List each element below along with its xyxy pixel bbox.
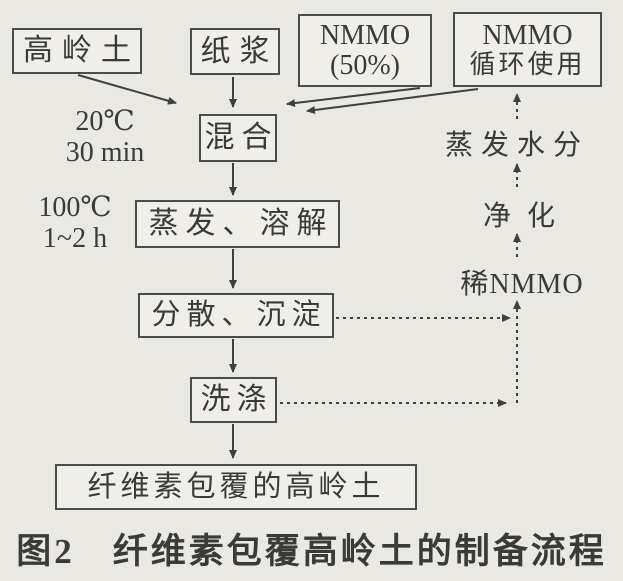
box-nmmo-recycle-text: NMMO 循环使用	[469, 21, 585, 78]
dilute-nmmo-label: 稀NMMO	[460, 269, 584, 300]
box-mix-label: 混合	[204, 121, 279, 155]
box-nmmo-recycle: NMMO 循环使用	[453, 12, 602, 87]
evaporate-conditions-label: 100℃ 1~2 h	[18, 192, 132, 254]
box-evaporate-dissolve-label: 蒸发、溶解	[148, 207, 334, 241]
evap-temp-label: 100℃	[38, 192, 112, 223]
box-mix: 混合	[199, 114, 277, 162]
box-nmmo-recycle-line1: NMMO	[482, 20, 573, 52]
box-disperse-precipitate: 分散、沉淀	[138, 293, 334, 338]
box-nmmo-50-text: NMMO (50%)	[320, 21, 410, 80]
box-wash: 洗涤	[190, 377, 277, 423]
box-pulp-label: 纸浆	[200, 34, 279, 68]
box-pulp: 纸浆	[190, 28, 280, 75]
box-evaporate-dissolve: 蒸发、溶解	[135, 200, 340, 248]
arrow-nmmo-recycle-to-mix	[306, 88, 479, 114]
mix-time-label: 30 min	[65, 137, 145, 168]
box-nmmo-50-line1: NMMO	[319, 20, 411, 52]
evap-time-label: 1~2 h	[42, 223, 108, 254]
box-disperse-precipitate-label: 分散、沉淀	[151, 299, 327, 332]
arrow-nmmo50-to-mix	[286, 87, 421, 108]
box-nmmo-recycle-line2: 循环使用	[469, 49, 586, 79]
arrow-kaolin-to-mix	[77, 74, 177, 105]
figure-caption: 图2 纤维素包覆高岭土的制备流程	[16, 532, 607, 571]
box-nmmo-50-line2: (50%)	[330, 49, 400, 81]
mix-temp-label: 20℃	[75, 106, 135, 137]
box-nmmo-50: NMMO (50%)	[298, 14, 432, 87]
evaporate-water-label: 蒸发水分	[444, 130, 589, 161]
purify-label: 净化	[482, 201, 571, 232]
box-product: 纤维素包覆的高岭土	[55, 464, 417, 510]
mix-conditions-label: 20℃ 30 min	[35, 106, 175, 168]
box-kaolin: 高岭土	[12, 28, 142, 74]
box-product-label: 纤维素包覆的高岭土	[87, 470, 385, 503]
box-kaolin-label: 高岭土	[23, 34, 140, 68]
box-wash-label: 洗涤	[200, 383, 273, 417]
